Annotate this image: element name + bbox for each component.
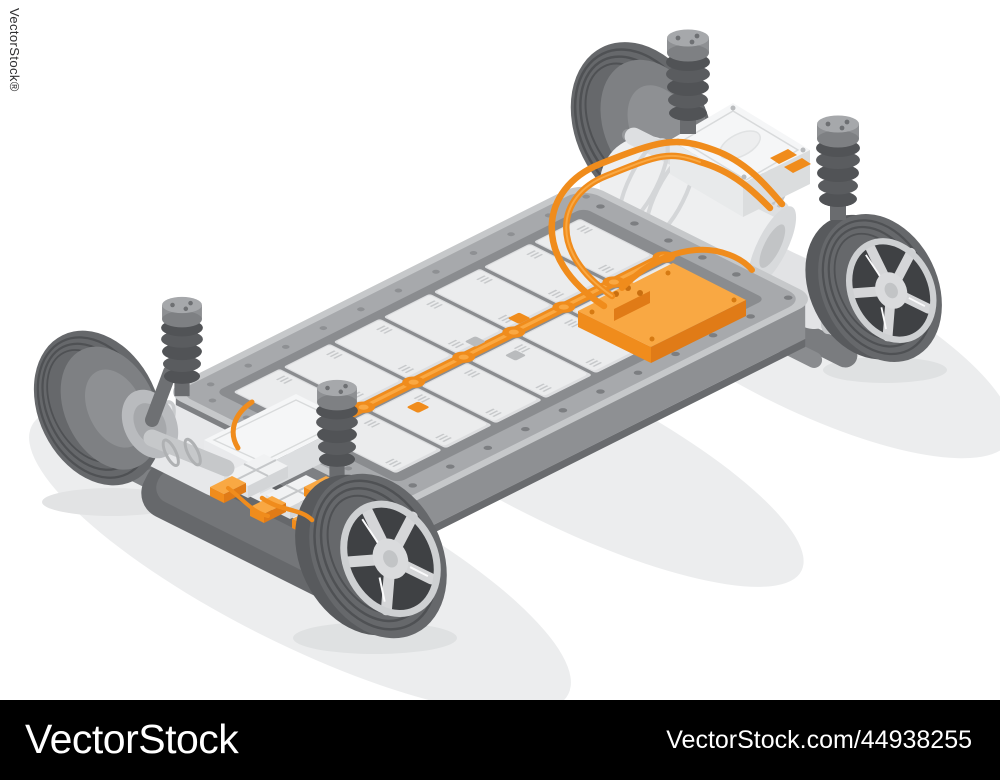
watermark-brand: VectorStock (25, 716, 239, 762)
watermark-vertical: VectorStock® (7, 8, 22, 92)
hv-harness (308, 254, 669, 435)
hv-cables (226, 138, 786, 523)
bms-junction-box (578, 263, 746, 363)
battery-module (434, 269, 554, 329)
battery-module (472, 338, 591, 398)
battery-module (484, 244, 604, 304)
battery-module (372, 388, 491, 448)
gray-connector-square (505, 350, 526, 361)
rear-right-shock (816, 115, 860, 220)
battery-module (522, 313, 641, 373)
battery-pack (173, 186, 808, 551)
battery-module (334, 319, 454, 379)
orange-connector-square (508, 312, 530, 324)
inverter-plug (770, 149, 797, 164)
battery-module (422, 363, 541, 423)
pack-side-long (397, 299, 806, 543)
orange-connector-square (407, 401, 429, 413)
gray-connector-square (465, 336, 485, 347)
watermark-credit: VectorStock.com/44938255 (666, 726, 972, 754)
watermark-bar: VectorStock VectorStock.com/44938255 (0, 700, 1000, 780)
inverter-plug (784, 158, 811, 173)
